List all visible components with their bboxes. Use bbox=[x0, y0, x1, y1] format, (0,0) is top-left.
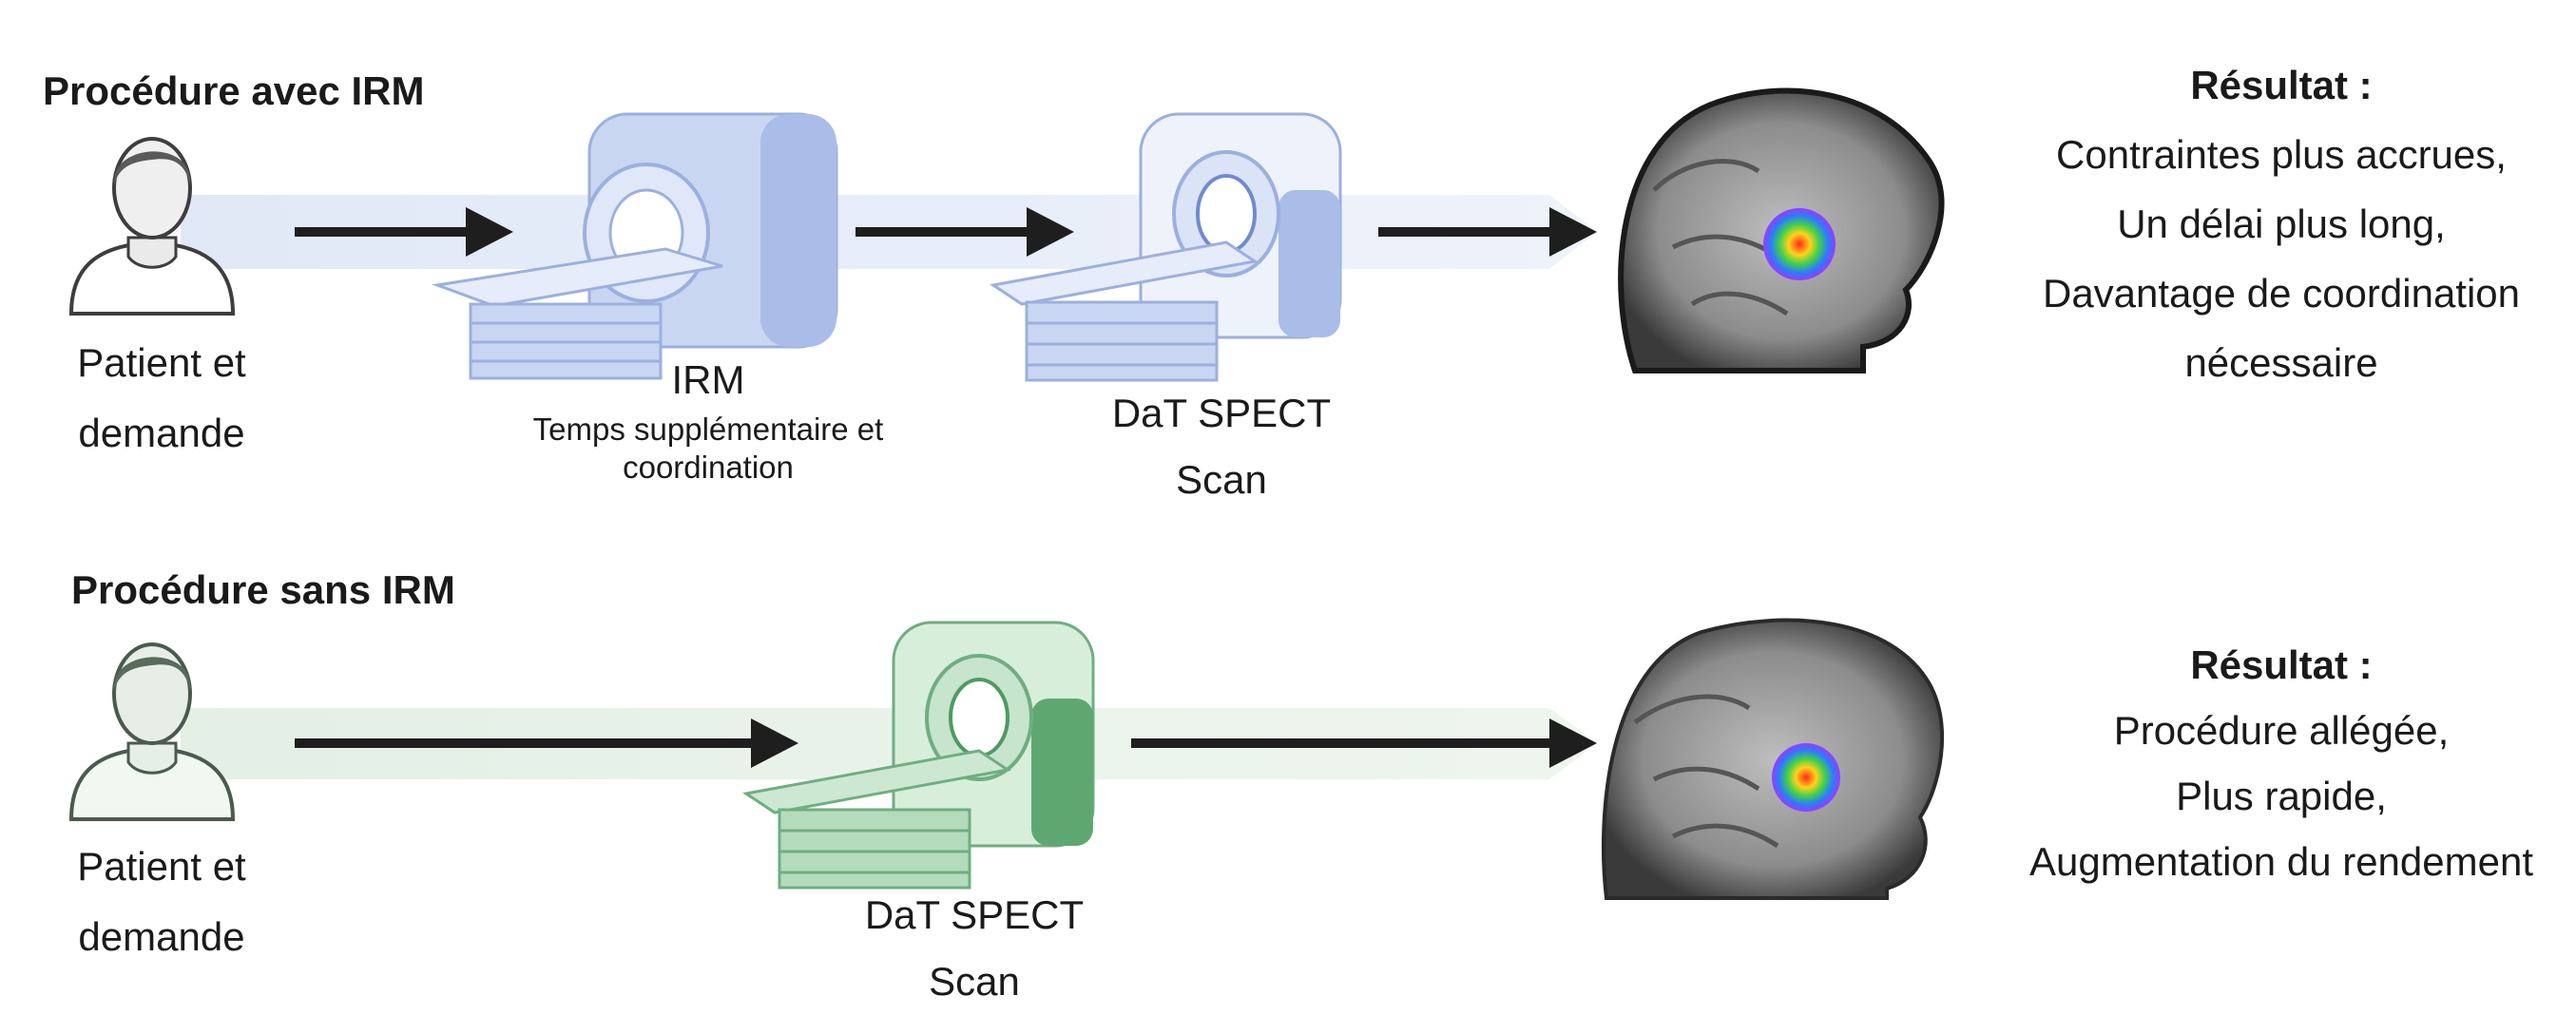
arrow-spect-to-result-2 bbox=[1131, 718, 1597, 768]
spect-label-line: DaT SPECT bbox=[864, 892, 1085, 937]
result-line: nécessaire bbox=[2184, 340, 2378, 385]
result-line: Un délai plus long, bbox=[2117, 201, 2446, 246]
result-title: Résultat : bbox=[2190, 63, 2373, 107]
mri-label: IRM bbox=[671, 357, 745, 402]
patient-label: Patient et demande bbox=[38, 832, 285, 972]
no-mri-result: Résultat : Procédure allégée, Plus rapid… bbox=[1987, 632, 2576, 894]
spect-label: DaT SPECT Scan bbox=[1084, 380, 1359, 513]
spect-label: DaT SPECT Scan bbox=[836, 882, 1112, 1015]
arrow-spect-to-result bbox=[1378, 207, 1597, 257]
mri-note: Temps supplémentaire et coordination bbox=[475, 411, 941, 487]
arrow-patient-to-mri bbox=[295, 207, 513, 257]
patient-icon bbox=[68, 642, 236, 821]
result-line: Davantage de coordination bbox=[2042, 271, 2521, 316]
result-line: Augmentation du rendement bbox=[2028, 839, 2534, 884]
mri-procedure-title: Procédure avec IRM bbox=[43, 68, 425, 113]
no-mri-flow-band bbox=[181, 708, 1597, 779]
patient-label-line: Patient et bbox=[77, 844, 246, 889]
result-line: Contraintes plus accrues, bbox=[2056, 132, 2507, 177]
spect-label-line: Scan bbox=[1176, 457, 1267, 502]
mri-note-line: coordination bbox=[623, 450, 794, 485]
brain-scan-icon bbox=[1618, 87, 1945, 373]
mri-machine-icon bbox=[432, 112, 838, 380]
mri-result: Résultat : Contraintes plus accrues, Un … bbox=[1987, 50, 2576, 397]
arrow-patient-to-spect bbox=[295, 718, 798, 768]
patient-label-line: Patient et bbox=[77, 340, 246, 385]
spect-machine-icon bbox=[990, 112, 1342, 382]
result-title: Résultat : bbox=[2190, 642, 2373, 687]
brain-scan-icon bbox=[1601, 618, 1945, 900]
arrow-mri-to-spect bbox=[855, 207, 1074, 257]
mri-note-line: Temps supplémentaire et bbox=[532, 412, 884, 447]
patient-label-line: demande bbox=[78, 411, 245, 455]
patient-label: Patient et demande bbox=[38, 328, 285, 469]
no-mri-procedure-title: Procédure sans IRM bbox=[71, 567, 455, 612]
spect-label-line: DaT SPECT bbox=[1111, 391, 1332, 435]
patient-label-line: demande bbox=[78, 914, 245, 959]
spect-machine-icon bbox=[742, 621, 1095, 890]
patient-icon bbox=[68, 137, 236, 316]
result-line: Plus rapide, bbox=[2176, 774, 2387, 818]
result-line: Procédure allégée, bbox=[2113, 708, 2450, 753]
spect-label-line: Scan bbox=[929, 959, 1020, 1004]
